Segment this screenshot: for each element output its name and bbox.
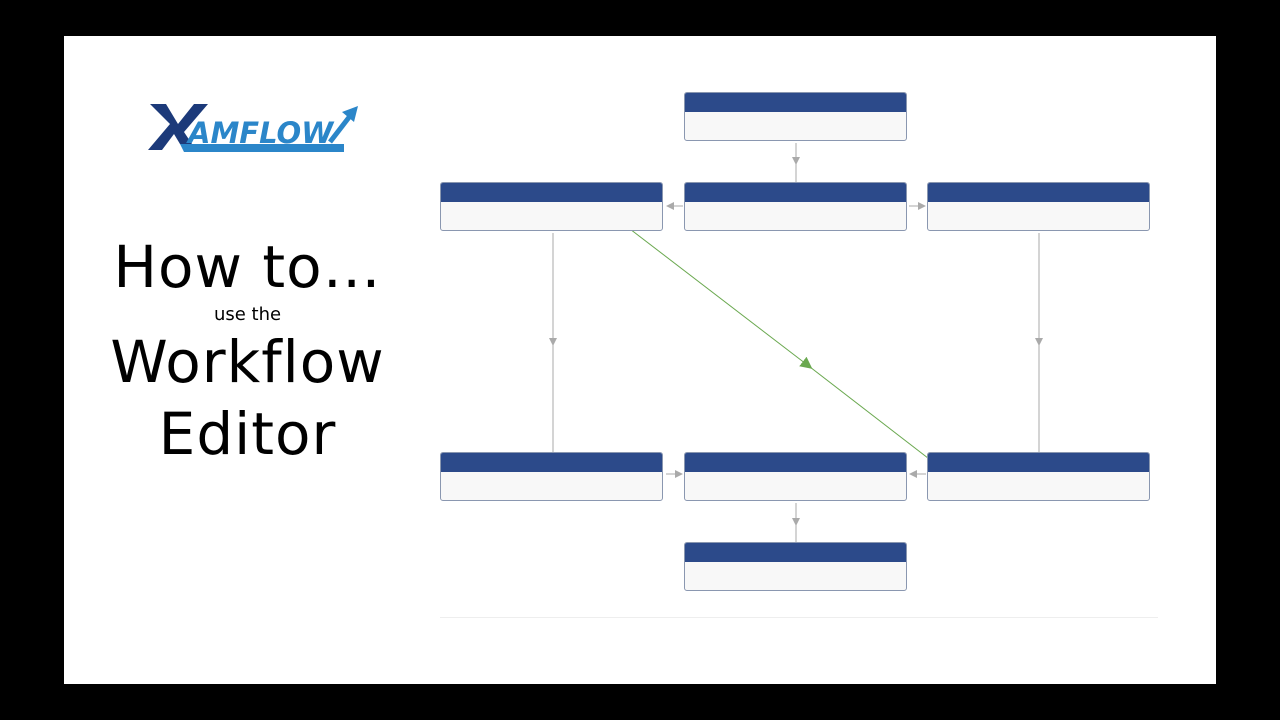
title-editor: Editor [158, 400, 337, 468]
workflow-node-left[interactable] [440, 182, 663, 231]
xamflow-logo: AMFLOW [144, 102, 368, 158]
node-header [441, 183, 662, 202]
workflow-node-bottom-right[interactable] [927, 452, 1150, 501]
node-header [685, 93, 906, 112]
workflow-diagram [64, 36, 1216, 684]
node-header [928, 183, 1149, 202]
title-use-the: use the [213, 304, 282, 325]
node-header [928, 453, 1149, 472]
workflow-node-right[interactable] [927, 182, 1150, 231]
workflow-node-bottom-left[interactable] [440, 452, 663, 501]
title-how-to: How to… [113, 233, 382, 301]
slide: AMFLOW How to… use the Workflow Editor [64, 36, 1216, 684]
node-header [685, 453, 906, 472]
logo-wordmark: AMFLOW [186, 116, 335, 150]
node-header [685, 183, 906, 202]
node-header [441, 453, 662, 472]
workflow-node-end[interactable] [684, 542, 907, 591]
node-header [685, 543, 906, 562]
dragged-connector [612, 215, 813, 369]
title-block: How to… use the Workflow Editor [84, 234, 411, 470]
xamflow-logo-graphic: AMFLOW [148, 104, 358, 152]
title-workflow: Workflow [110, 328, 385, 396]
connectors [549, 143, 1043, 542]
canvas-bottom-border [440, 617, 1158, 618]
workflow-node-bottom-center[interactable] [684, 452, 907, 501]
workflow-node-middle[interactable] [684, 182, 907, 231]
workflow-node-start[interactable] [684, 92, 907, 141]
